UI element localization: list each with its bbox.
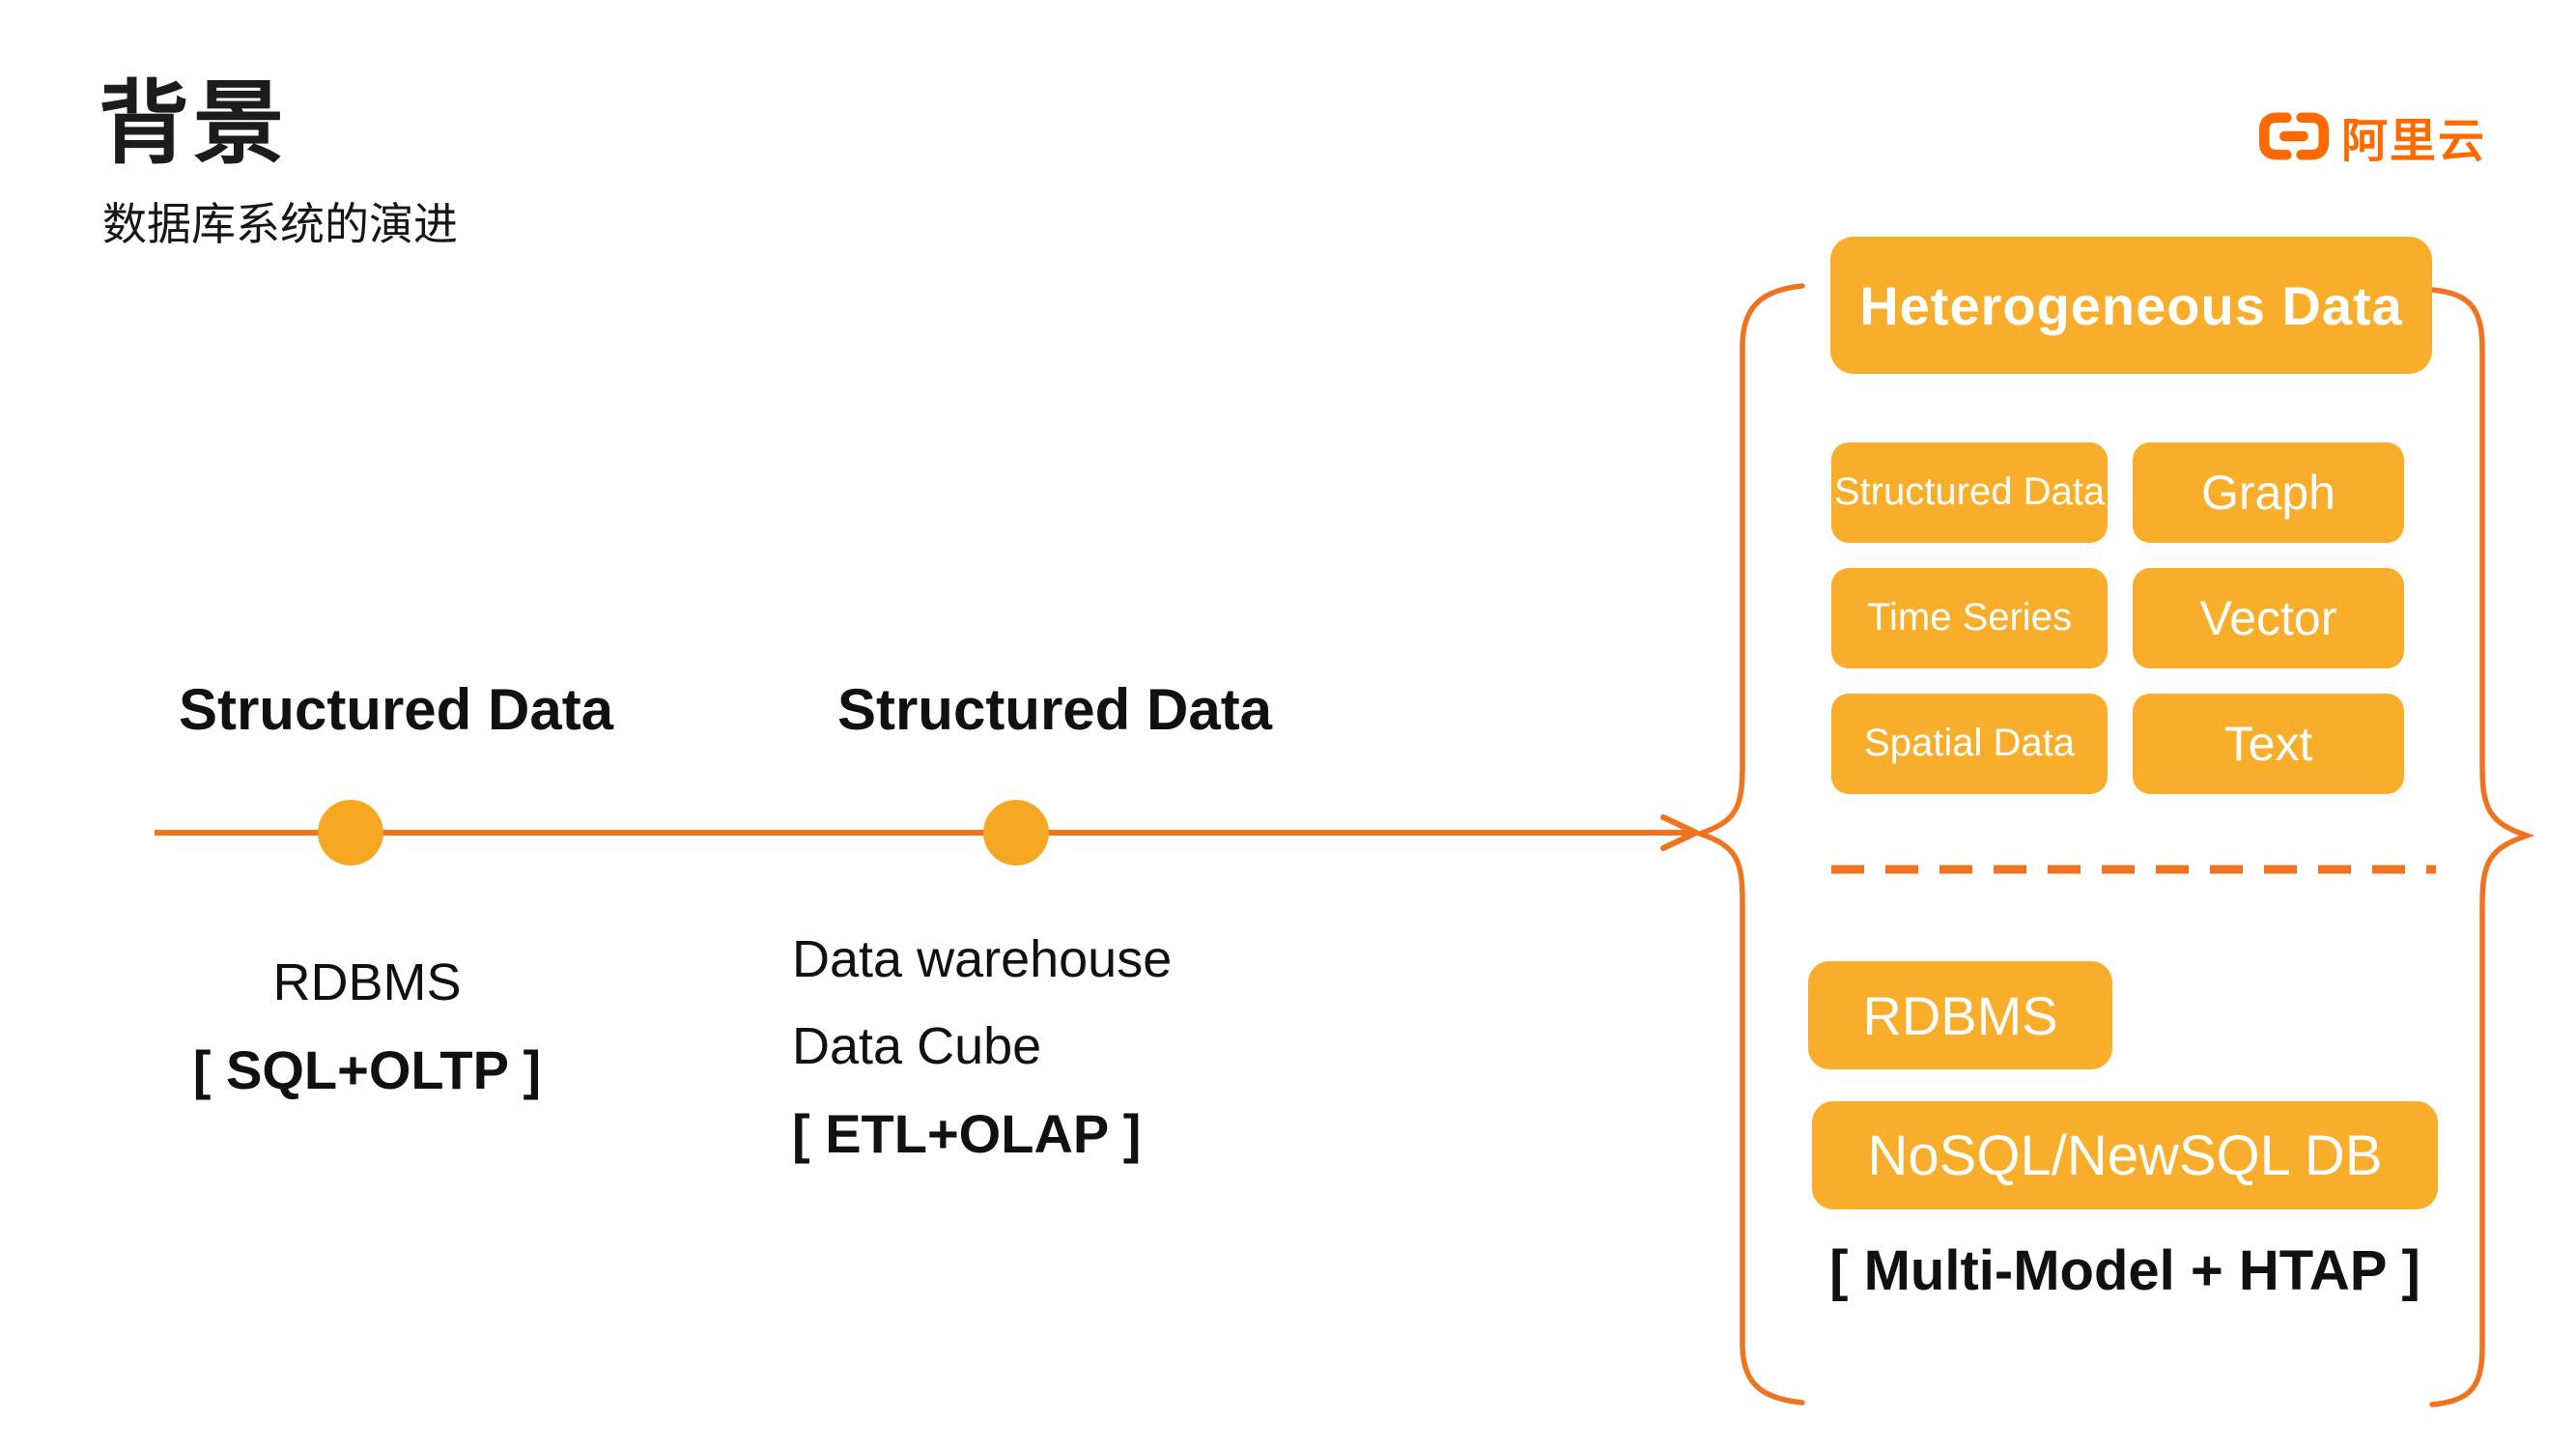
timeline-dot-1	[318, 800, 383, 866]
page-subtitle: 数据库系统的演进	[102, 199, 458, 249]
alibaba-cloud-logo-text: 阿里云	[2341, 116, 2487, 167]
type-box-text: Text	[2133, 694, 2404, 794]
stage-2-tech: [ ETL+OLAP ]	[792, 1103, 1142, 1164]
system-box-nosql-newsql-db: NoSQL/NewSQL DB	[1812, 1101, 2438, 1209]
type-box-spatial-data: Spatial Data	[1831, 694, 2108, 794]
stage-1-detail: RDBMS [ SQL+OLTP ]	[174, 939, 560, 1115]
left-brace	[1691, 283, 1805, 1406]
timeline-dot-2	[983, 800, 1049, 866]
system-box-rdbms: RDBMS	[1808, 961, 2112, 1069]
timeline-arrowhead-icon	[1660, 814, 1699, 851]
type-box-vector: Vector	[2133, 568, 2404, 668]
panel-header-heterogeneous-data: Heterogeneous Data	[1830, 237, 2432, 374]
right-brace	[2429, 287, 2535, 1407]
page-title: 背景	[99, 72, 289, 174]
stage-1-tech: [ SQL+OLTP ]	[192, 1039, 542, 1100]
stage-2-system-1: Data warehouse	[792, 930, 1173, 988]
stage-1-system: RDBMS	[272, 953, 462, 1011]
panel-tech-multi-model-htap: [ Multi-Model + HTAP ]	[1829, 1239, 2420, 1302]
type-box-structured-data: Structured Data	[1831, 442, 2108, 543]
alibaba-cloud-logo: 阿里云	[2258, 102, 2486, 170]
data-type-grid: Structured Data Graph Time Series Vector…	[1831, 442, 2404, 794]
alibaba-cloud-icon	[2258, 112, 2330, 160]
type-box-graph: Graph	[2133, 442, 2404, 543]
stage-2-label: Structured Data	[836, 677, 1273, 742]
stage-1-label: Structured Data	[178, 677, 614, 742]
stage-2-detail: Data warehouse Data Cube [ ETL+OLAP ]	[792, 916, 1172, 1179]
type-box-time-series: Time Series	[1831, 568, 2108, 668]
stage-2-system-2: Data Cube	[792, 1017, 1042, 1075]
